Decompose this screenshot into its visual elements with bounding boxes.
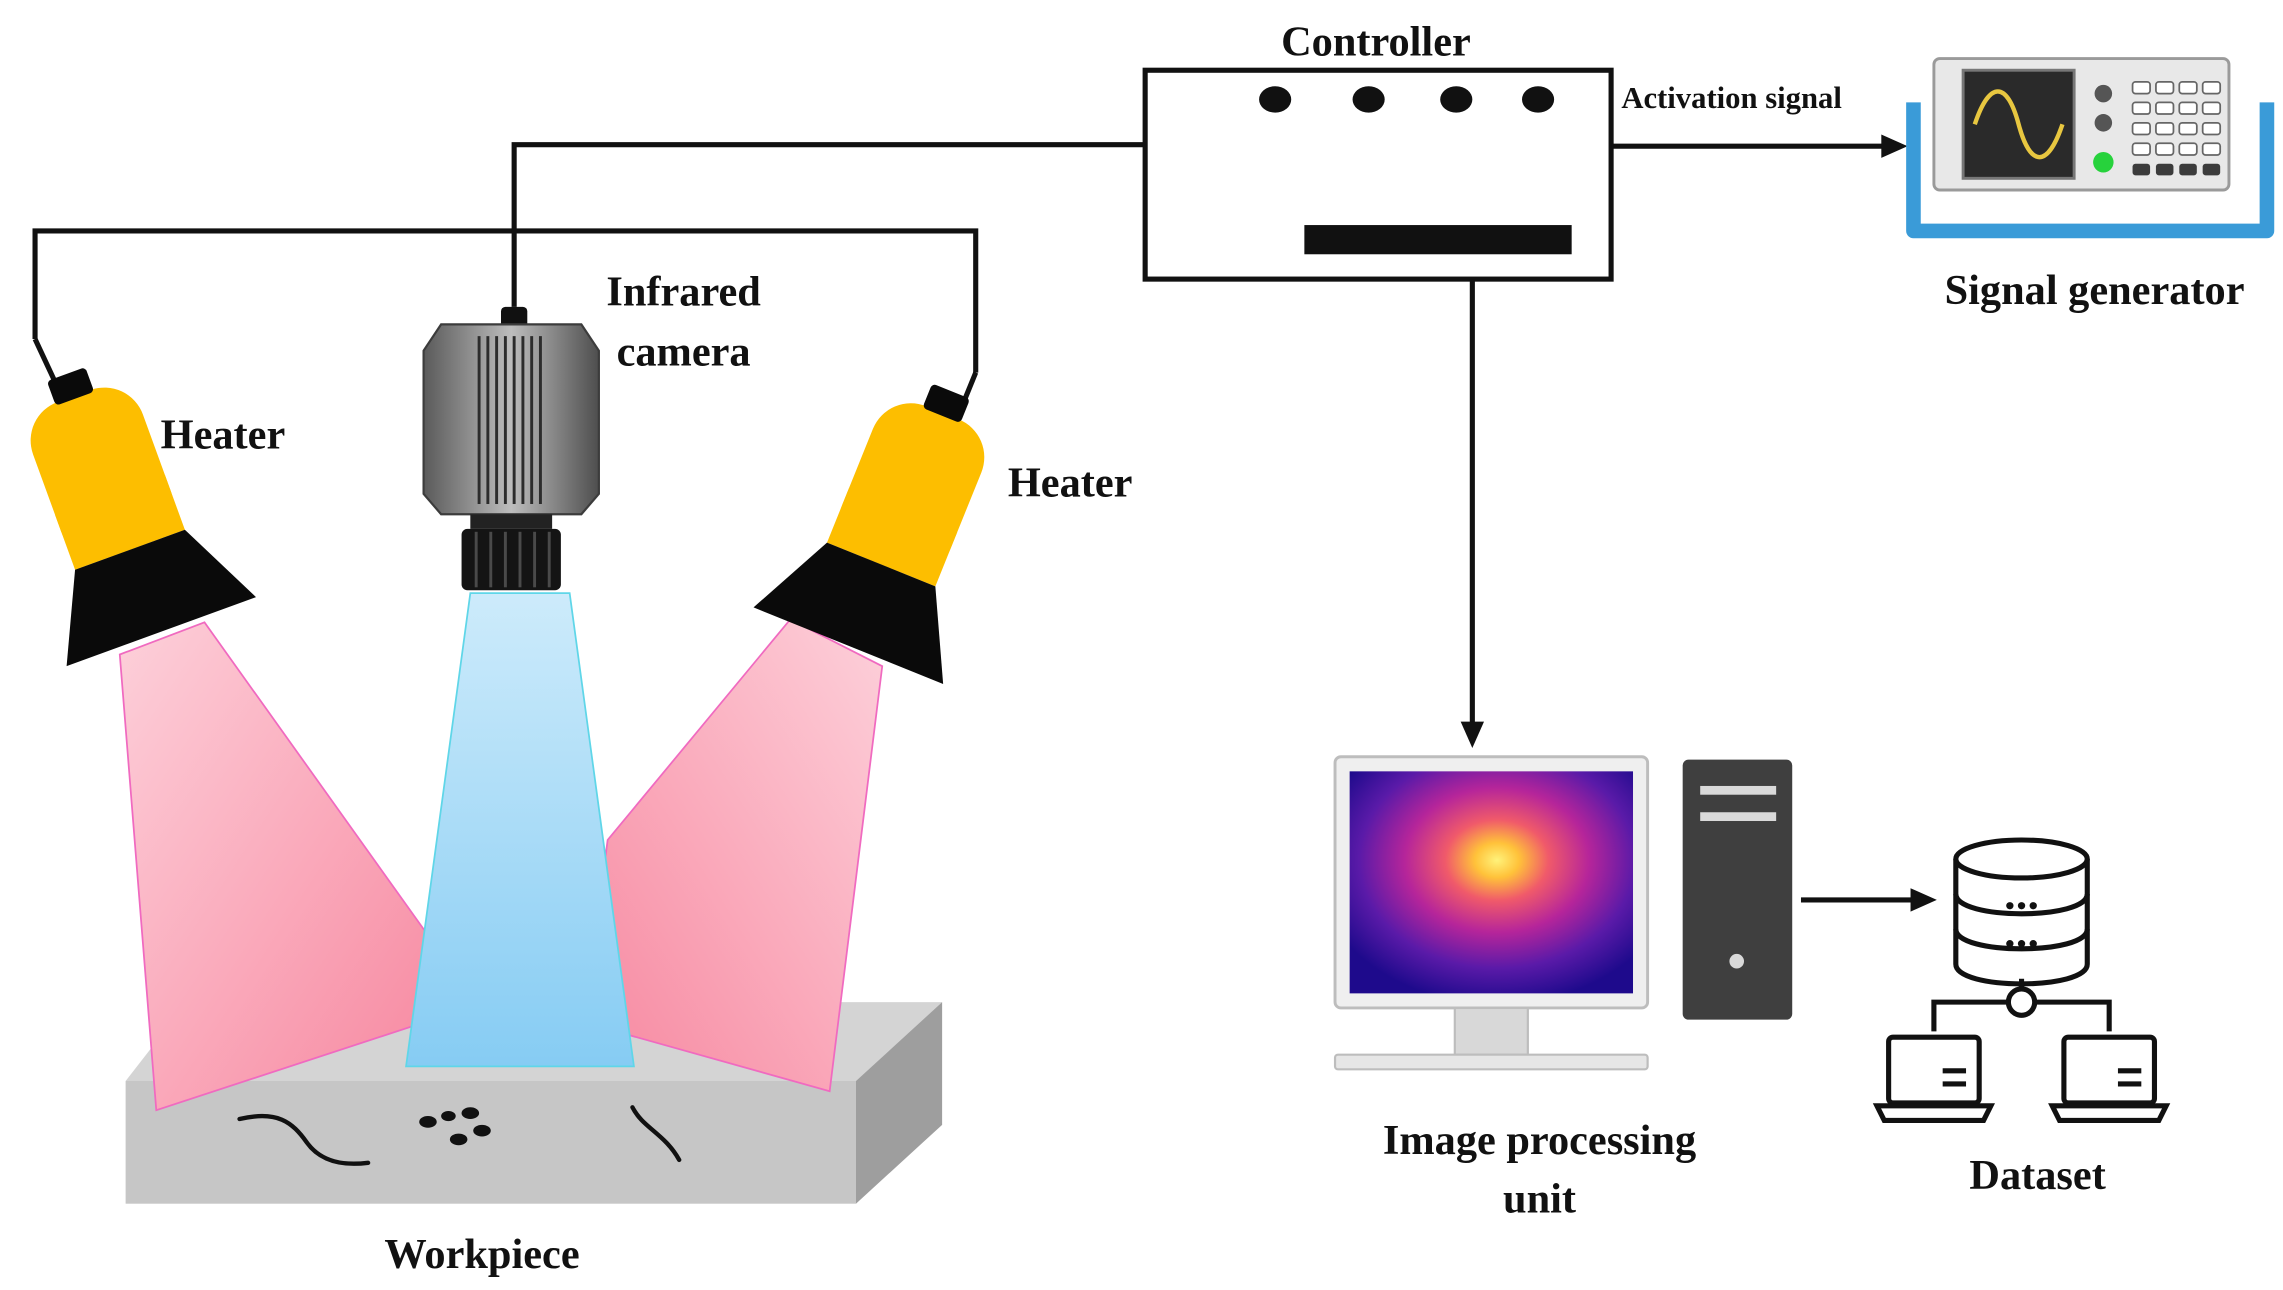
activation-signal-label: Activation signal (1621, 81, 1842, 115)
signal-generator-icon (1906, 57, 2275, 239)
wire-heaters (32, 228, 979, 373)
sine-wave-icon (1972, 89, 2065, 160)
wires (32, 142, 1146, 413)
crack-defect (630, 1105, 682, 1163)
heater-icon (753, 384, 985, 685)
database-icon (1931, 837, 2112, 1032)
controller-label: Controller (1281, 19, 1471, 66)
heater-right-label: Heater (1008, 460, 1133, 507)
workpiece-label: Workpiece (384, 1231, 579, 1278)
infrared-camera-label-line2: camera (617, 328, 751, 375)
arrowhead (1460, 721, 1485, 748)
crack-defect (237, 1113, 371, 1166)
monitor-icon (1333, 755, 1650, 1071)
infrared-camera-icon (422, 306, 600, 591)
laptop-icon (2048, 1034, 2171, 1123)
heater-icon (30, 368, 257, 667)
heater-right-beam (583, 618, 884, 1093)
laptop-icon (1872, 1034, 1996, 1123)
image-processing-label-line1: Image processing (1383, 1117, 1696, 1164)
dataset-label: Dataset (1969, 1152, 2105, 1199)
pc-tower-icon (1682, 759, 1793, 1020)
arrows (1460, 134, 1937, 912)
image-processing-label-line2: unit (1503, 1175, 1576, 1222)
wire-heater-left-stub (32, 337, 58, 384)
controller-icon (1142, 67, 1614, 282)
signal-generator-label: Signal generator (1945, 267, 2245, 314)
arrowhead (1910, 888, 1937, 912)
camera-beam (405, 592, 635, 1068)
wire-camera-to-controller (511, 142, 1146, 307)
pore-defects (419, 1107, 491, 1146)
heater-left-label: Heater (161, 412, 286, 459)
defects (237, 1105, 682, 1166)
arrowhead (1881, 134, 1908, 158)
infrared-camera-label-line1: Infrared (606, 268, 761, 315)
